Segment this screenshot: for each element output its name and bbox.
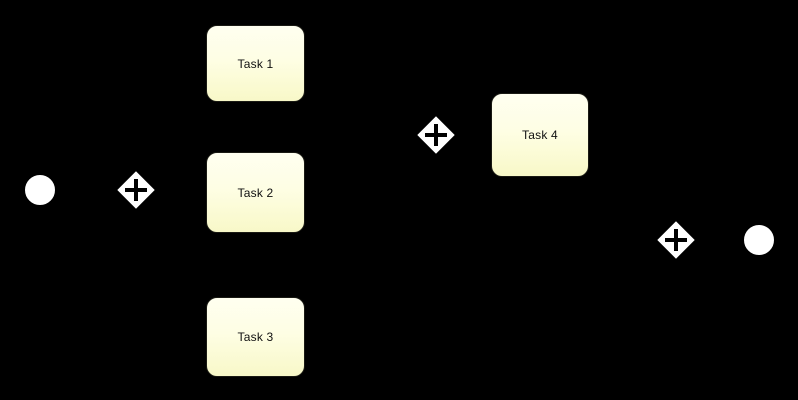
edge-task1-to-mid-arrow (431, 108, 441, 118)
edge-task3-to-join-arrow (671, 257, 681, 267)
plus-icon (665, 229, 687, 251)
edge-join-to-end-arrow (736, 235, 746, 245)
edge-task1-to-mid (305, 62, 437, 116)
edge-task3-to-join (305, 259, 677, 338)
start-event[interactable] (25, 175, 55, 205)
edge-start-to-split-arrow (109, 185, 119, 195)
edge-task2-to-join (304, 191, 658, 241)
task-1-label: Task 1 (237, 56, 274, 71)
parallel-gateway-mid[interactable] (417, 116, 455, 154)
plus-icon (425, 124, 447, 146)
task-4[interactable]: Task 4 (491, 93, 589, 177)
task-2[interactable]: Task 2 (206, 152, 305, 233)
edge-split-to-task3 (135, 209, 206, 338)
task-3-label: Task 3 (237, 330, 274, 344)
edge-task2-to-join-arrow (649, 235, 659, 245)
edge-task4-to-join (589, 134, 677, 221)
edge-split-to-task3-arrow (198, 332, 208, 342)
parallel-gateway-split[interactable] (117, 171, 155, 209)
task-3[interactable]: Task 3 (206, 297, 305, 377)
edge-task4-to-join-arrow (671, 213, 681, 223)
end-event[interactable] (744, 225, 774, 255)
task-1[interactable]: Task 1 (206, 25, 305, 102)
edge-split-to-task1-arrow (198, 58, 208, 68)
task-4-label: Task 4 (522, 128, 558, 142)
parallel-gateway-join[interactable] (657, 221, 695, 259)
task-2-label: Task 2 (237, 185, 274, 200)
edge-split-to-task1 (135, 62, 206, 171)
edge-split-to-task2-arrow (198, 187, 208, 197)
edge-mid-to-task4-arrow (483, 130, 493, 140)
edge-split-to-task2 (154, 189, 207, 193)
plus-icon (125, 179, 147, 201)
